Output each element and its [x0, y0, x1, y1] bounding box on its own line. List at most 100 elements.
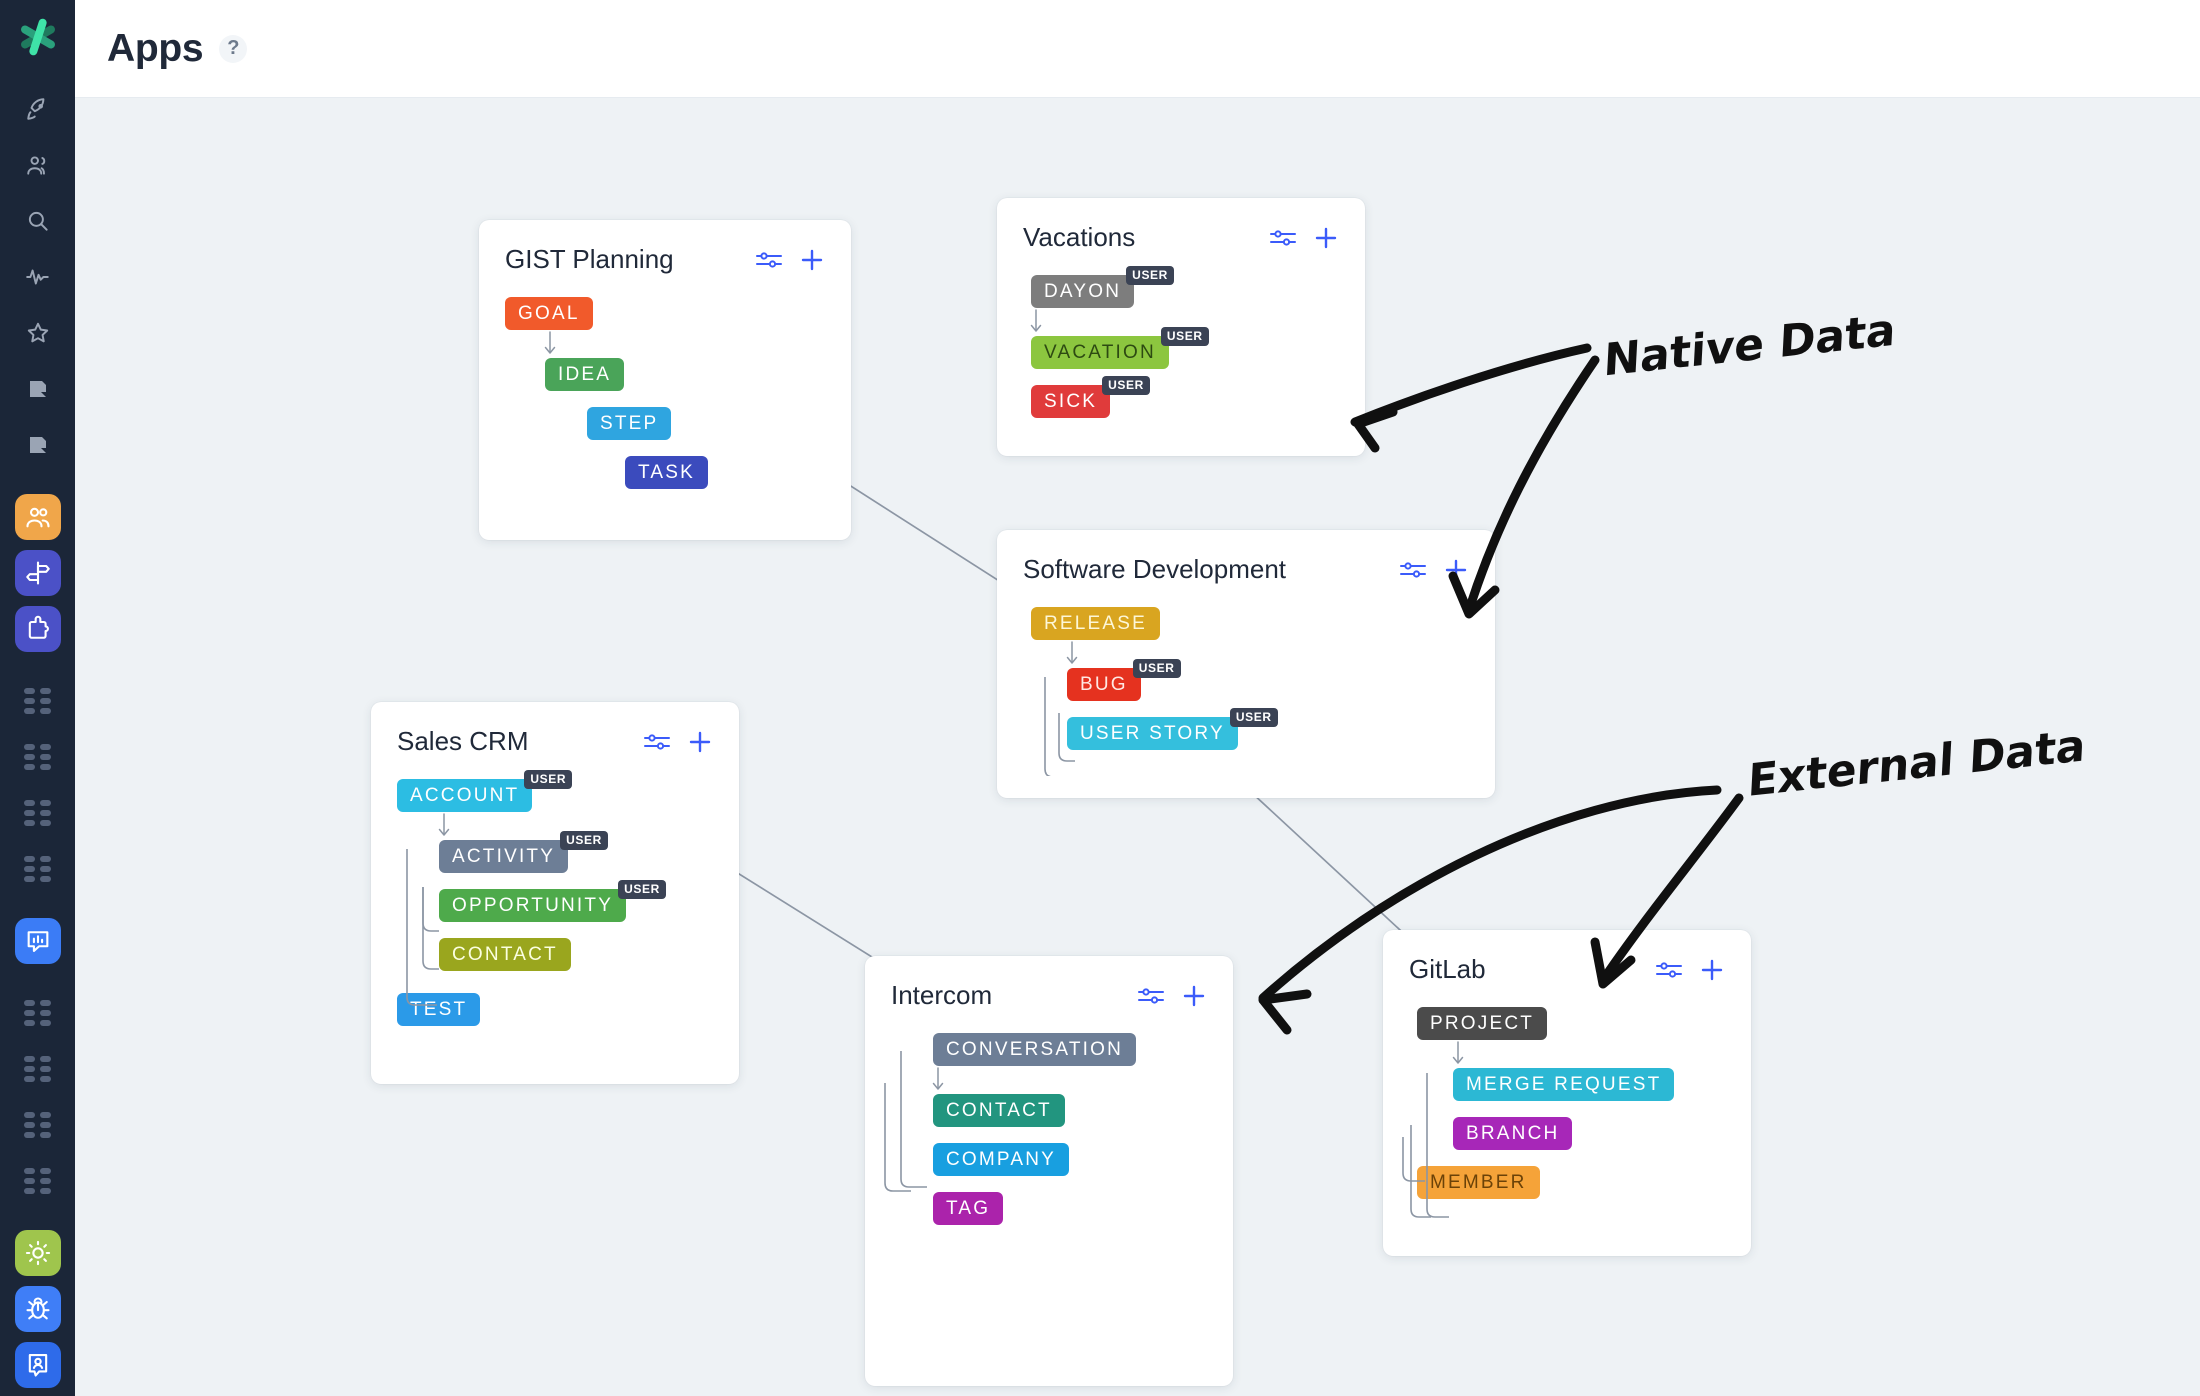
object-chip[interactable]: OPPORTUNITY	[439, 889, 627, 922]
object-connector	[397, 971, 713, 993]
sidebar-item-grid-app-1[interactable]	[15, 678, 61, 724]
sidebar-item-star[interactable]	[15, 310, 61, 356]
object-chip[interactable]: RELEASE	[1031, 607, 1161, 640]
sidebar-item-grid-app-2[interactable]	[15, 734, 61, 780]
object-connector	[929, 1066, 1207, 1094]
object-chip[interactable]: TAG	[933, 1192, 1004, 1225]
sliders-icon[interactable]	[1269, 227, 1297, 249]
object-chip-row: TAG	[933, 1192, 1207, 1225]
rocket-icon	[25, 96, 51, 122]
sliders-icon[interactable]	[643, 731, 671, 753]
sidebar-item-users-app[interactable]	[14, 494, 61, 540]
sliders-icon[interactable]	[1137, 985, 1165, 1007]
plus-icon[interactable]	[687, 729, 713, 755]
sidebar-item-grid-app-5[interactable]	[15, 990, 61, 1036]
object-chip[interactable]: CONTACT	[439, 938, 571, 971]
object-chip[interactable]: TEST	[397, 993, 481, 1026]
card-header: Intercom	[865, 956, 1233, 1011]
sidebar-item-bug-app[interactable]	[14, 1286, 61, 1332]
help-icon[interactable]: ?	[219, 34, 248, 63]
grid-icon	[24, 688, 51, 714]
sliders-icon[interactable]	[1655, 959, 1683, 981]
object-connector	[1409, 1150, 1725, 1166]
object-chip[interactable]: MERGE REQUEST	[1453, 1068, 1675, 1101]
object-chip[interactable]: ACTIVITY	[439, 840, 569, 873]
app-logo-icon[interactable]	[15, 14, 61, 60]
object-chip[interactable]: DAYON	[1031, 275, 1135, 308]
card-header: Vacations	[997, 198, 1365, 253]
sliders-icon[interactable]	[1399, 559, 1427, 581]
object-chip[interactable]: STEP	[587, 407, 672, 440]
plus-icon[interactable]	[799, 247, 825, 273]
sidebar-item-grid-app-6[interactable]	[15, 1046, 61, 1092]
object-connector	[505, 391, 825, 407]
object-connector	[1409, 1101, 1725, 1117]
object-chip[interactable]: VACATION	[1031, 336, 1169, 369]
sidebar-item-note-2[interactable]	[15, 422, 61, 468]
user-badge: USER	[560, 831, 608, 850]
card-objects: GOAL IDEA STEP TASK	[479, 275, 851, 515]
chart-bubble-icon	[24, 927, 52, 955]
bug-icon	[24, 1295, 52, 1323]
object-chip-row: MEMBER	[1417, 1166, 1725, 1199]
sidebar-item-pulse[interactable]	[15, 254, 61, 300]
app-card-intercom[interactable]: Intercom CONVERSATION CONTACT COMPANY TAG	[865, 956, 1233, 1386]
plus-icon[interactable]	[1181, 983, 1207, 1009]
card-actions	[643, 729, 713, 755]
sidebar-item-grid-app-4[interactable]	[15, 846, 61, 892]
object-chip-row: PROJECT	[1417, 1007, 1725, 1040]
plus-icon[interactable]	[1313, 225, 1339, 251]
object-chip[interactable]: PROJECT	[1417, 1007, 1548, 1040]
object-chip[interactable]: BRANCH	[1453, 1117, 1573, 1150]
grid-icon	[24, 856, 51, 882]
sidebar-divider	[15, 478, 61, 494]
object-chip[interactable]: SICK	[1031, 385, 1111, 418]
sidebar-item-people[interactable]	[15, 142, 61, 188]
object-chip[interactable]: CONTACT	[933, 1094, 1065, 1127]
object-chip[interactable]: IDEA	[545, 358, 625, 391]
sidebar-item-sun-app[interactable]	[14, 1230, 61, 1276]
object-chip[interactable]: MEMBER	[1417, 1166, 1540, 1199]
object-chip[interactable]: BUG	[1067, 668, 1141, 701]
object-chip[interactable]: TASK	[625, 456, 709, 489]
sidebar-item-badge-app[interactable]	[14, 1342, 61, 1388]
plus-icon[interactable]	[1699, 957, 1725, 983]
sidebar-item-grid-app-8[interactable]	[15, 1158, 61, 1204]
object-chip[interactable]: ACCOUNT	[397, 779, 533, 812]
people-icon	[25, 152, 51, 178]
activity-pulse-icon	[25, 264, 51, 290]
sidebar-item-rocket[interactable]	[15, 86, 61, 132]
object-connector	[505, 440, 825, 456]
sidebar-item-grid-app-7[interactable]	[15, 1102, 61, 1148]
sidebar-item-note-1[interactable]	[15, 366, 61, 412]
sidebar-item-search[interactable]	[15, 198, 61, 244]
object-chip-row: IDEA	[545, 358, 825, 391]
grid-icon	[24, 1112, 51, 1138]
plus-icon[interactable]	[1443, 557, 1469, 583]
object-connector	[435, 812, 713, 840]
sidebar-item-grid-app-3[interactable]	[15, 790, 61, 836]
puzzle-icon	[24, 615, 52, 643]
object-connector	[1023, 369, 1339, 385]
sidebar	[0, 0, 75, 1396]
sidebar-item-signpost-app[interactable]	[14, 550, 61, 596]
object-chip[interactable]: COMPANY	[933, 1143, 1070, 1176]
sidebar-item-reports-app[interactable]	[14, 918, 61, 964]
user-badge: USER	[1229, 708, 1278, 727]
object-chip[interactable]: USER STORY	[1067, 717, 1238, 750]
object-chip[interactable]: CONVERSATION	[933, 1033, 1137, 1066]
sliders-icon[interactable]	[755, 249, 783, 271]
sidebar-item-puzzle-app[interactable]	[14, 606, 61, 652]
object-chip[interactable]: GOAL	[505, 297, 593, 330]
object-connector	[891, 1127, 1207, 1143]
user-badge: USER	[524, 770, 573, 789]
sidebar-divider	[15, 1214, 61, 1230]
card-actions	[1269, 225, 1339, 251]
